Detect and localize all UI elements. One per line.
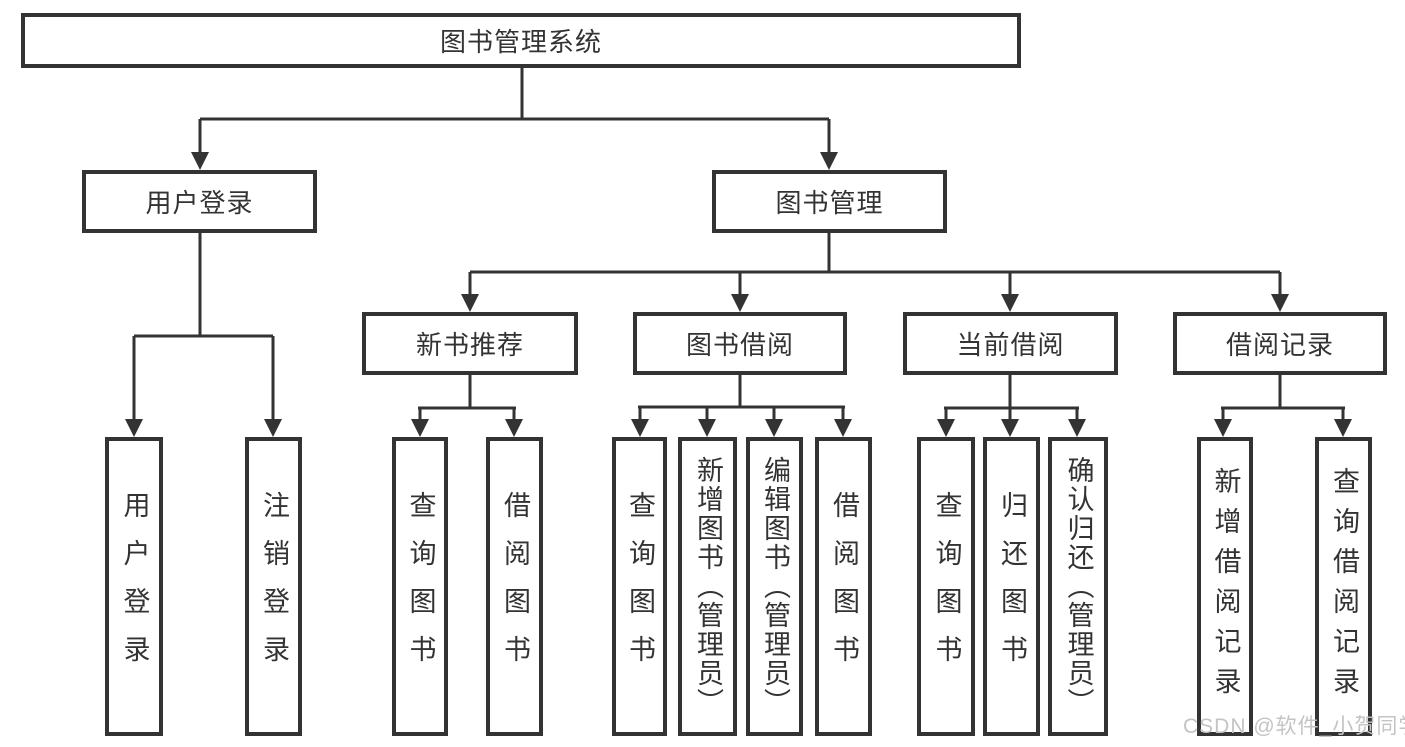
leaf-query-borrow-record: 查询借阅记录 bbox=[1315, 437, 1372, 736]
leaf-return-book: 归还图书 bbox=[983, 437, 1040, 736]
arrowheads bbox=[125, 152, 1352, 437]
node-user-login: 用户登录 bbox=[82, 170, 317, 233]
leaf-add-book-admin: 新增图书（管理员） bbox=[678, 437, 737, 736]
leaf-edit-book-admin: 编辑图书（管理员） bbox=[746, 437, 803, 736]
node-current-borrow: 当前借阅 bbox=[903, 312, 1118, 375]
node-new-book-recommend: 新书推荐 bbox=[362, 312, 578, 375]
connector-lines bbox=[132, 68, 1345, 419]
leaf-user-login: 用户登录 bbox=[105, 437, 163, 736]
node-root: 图书管理系统 bbox=[21, 13, 1021, 68]
leaf-query-books-borrow: 查询图书 bbox=[612, 437, 667, 736]
leaf-add-borrow-record: 新增借阅记录 bbox=[1197, 437, 1253, 736]
leaf-query-books-recommend: 查询图书 bbox=[392, 437, 448, 736]
leaf-confirm-return-admin: 确认归还（管理员） bbox=[1048, 437, 1108, 736]
leaf-borrow-books-recommend: 借阅图书 bbox=[486, 437, 543, 736]
node-book-management: 图书管理 bbox=[712, 170, 947, 233]
leaf-logout: 注销登录 bbox=[245, 437, 302, 736]
csdn-watermark: CSDN @软件_小贺同学 bbox=[1183, 715, 1405, 738]
leaf-query-books-current: 查询图书 bbox=[917, 437, 975, 736]
node-book-borrow: 图书借阅 bbox=[633, 312, 847, 375]
node-borrow-records: 借阅记录 bbox=[1173, 312, 1387, 375]
leaf-borrow-books: 借阅图书 bbox=[815, 437, 872, 736]
